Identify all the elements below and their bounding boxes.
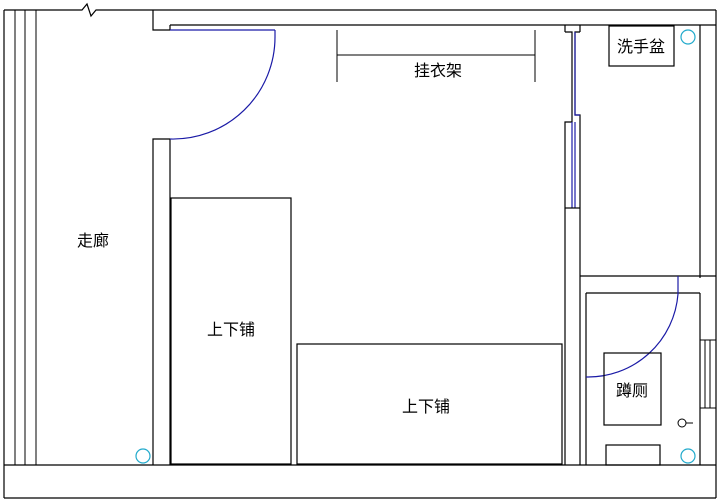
corridor-label: 走廊 <box>77 231 109 250</box>
toilet-door[interactable] <box>585 276 679 378</box>
bunk-bed-left: 上下铺 <box>170 197 292 465</box>
wardrobe-rail-label: 挂衣架 <box>414 61 462 80</box>
floor-drain-icon <box>135 448 151 464</box>
bunk-bed-left-label: 上下铺 <box>207 320 255 339</box>
room-entrance-wall <box>152 10 716 465</box>
bunk-bed-bottom: 上下铺 <box>296 343 563 465</box>
washbasin: 洗手盆 <box>608 25 675 67</box>
entrance-door[interactable] <box>169 29 276 140</box>
outer-walls <box>3 2 717 499</box>
bathroom-partition <box>564 25 716 465</box>
floor-drain-icon <box>680 29 696 45</box>
squat-toilet-label: 蹲厕 <box>616 381 648 400</box>
bunk-bed-bottom-label: 上下铺 <box>402 397 450 416</box>
wardrobe-rail <box>336 30 536 82</box>
washbasin-label: 洗手盆 <box>617 37 665 56</box>
water-tap-icon <box>677 418 693 428</box>
squat-toilet: 蹲厕 <box>603 352 662 426</box>
floor-drain-icon <box>680 448 696 464</box>
bathroom-fixture-box <box>605 444 661 466</box>
corridor-wall-lines <box>14 10 37 465</box>
floor-drain-icons <box>135 29 696 464</box>
